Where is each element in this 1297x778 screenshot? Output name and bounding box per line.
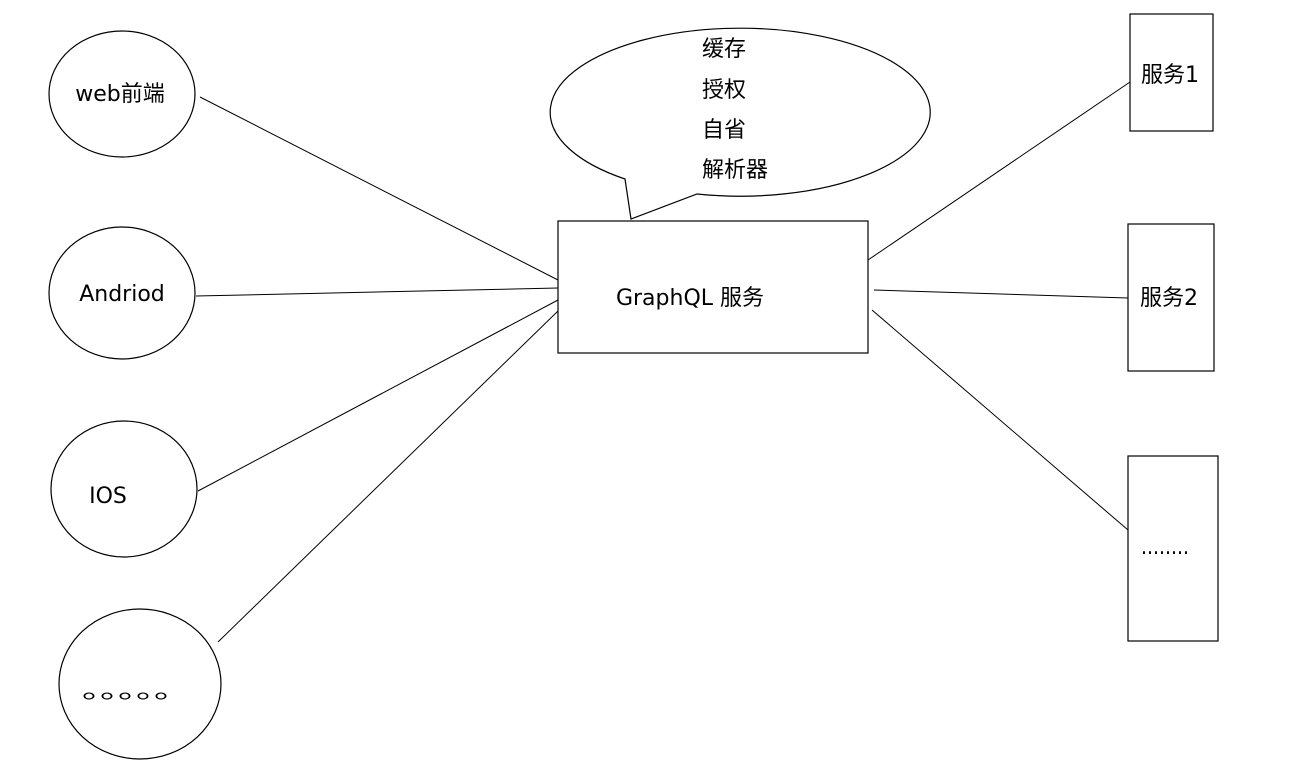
service-box-more — [1127, 455, 1219, 642]
feature-label-introspection: 自省 — [702, 118, 746, 143]
client-label-web: web前端 — [75, 82, 165, 107]
service-node-more: ........ — [1127, 455, 1219, 642]
service-label-more: ........ — [1141, 535, 1189, 560]
connector-graphql-to-service-1 — [867, 81, 1131, 261]
features-bubble-outline — [549, 27, 931, 220]
feature-label-cache: 缓存 — [702, 37, 746, 62]
service-label-2: 服务2 — [1140, 286, 1198, 311]
service-node-2: 服务2 — [1127, 223, 1215, 372]
graphql-server-label: GraphQL 服务 — [616, 286, 764, 311]
client-node-more: 。。。。。 — [58, 608, 222, 760]
features-bubble: 缓存 授权 自省 解析器 — [549, 27, 931, 220]
service-node-1: 服务1 — [1129, 13, 1214, 132]
client-circle-android — [48, 226, 196, 360]
client-label-ios: IOS — [89, 484, 127, 509]
connector-graphql-to-more-services — [871, 309, 1129, 531]
client-node-android: Andriod — [48, 226, 196, 360]
connector-ios-to-graphql — [197, 299, 559, 492]
service-box-2 — [1127, 223, 1215, 372]
graphql-server-box — [557, 220, 869, 354]
service-box-1 — [1129, 13, 1214, 132]
connector-graphql-to-service-2 — [873, 289, 1129, 299]
client-circle-ios — [50, 420, 198, 558]
client-label-more: 。。。。。 — [82, 679, 190, 704]
feature-label-auth: 授权 — [702, 78, 746, 103]
client-circle-more — [58, 608, 222, 760]
client-circle-web — [48, 30, 196, 158]
feature-label-resolver: 解析器 — [702, 158, 768, 183]
client-node-ios: IOS — [50, 420, 198, 558]
client-label-android: Andriod — [79, 282, 165, 307]
service-label-1: 服务1 — [1141, 63, 1199, 88]
connector-web-to-graphql — [199, 96, 559, 281]
client-node-web: web前端 — [48, 30, 196, 158]
connector-android-to-graphql — [195, 287, 559, 297]
connector-more-clients-to-graphql — [217, 310, 559, 643]
graphql-server-node: GraphQL 服务 — [557, 220, 869, 354]
